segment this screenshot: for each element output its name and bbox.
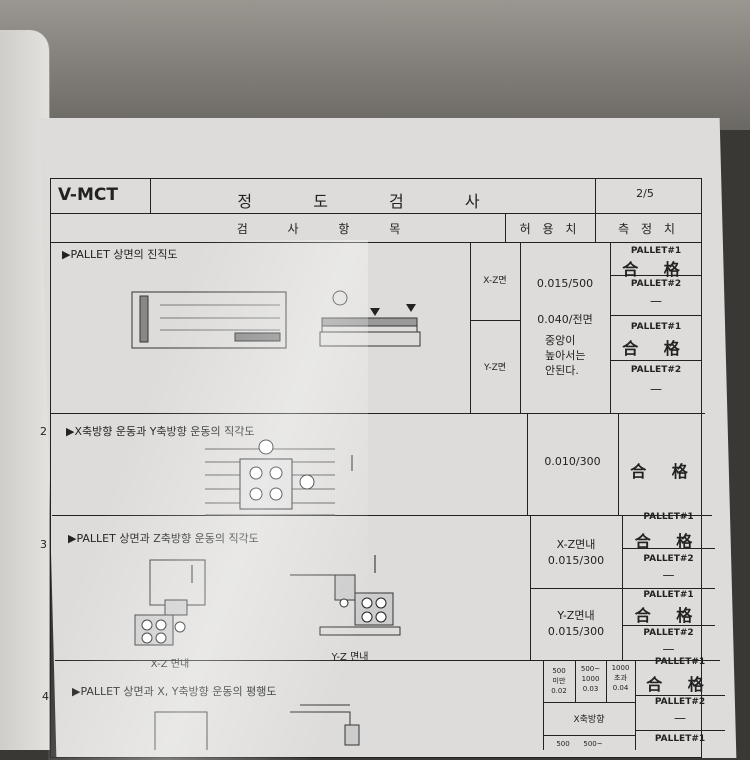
range-2: 500~ 1000 0.03 [580, 665, 601, 693]
pallet1-label: PALLET#1 [654, 734, 706, 744]
result-pass: 合 格 [622, 339, 690, 358]
face-yz: Y-Z면 [483, 363, 507, 373]
background [0, 0, 750, 130]
item-4-title: ▶PALLET 상면과 X, Y축방향 운동의 평행도 [72, 685, 277, 698]
tolerance-1a: 0.015/500 [536, 277, 594, 290]
item-number: 3 [40, 538, 47, 551]
pallet2-label: PALLET#2 [643, 628, 694, 638]
column-item: 검 사 항 목 [236, 222, 419, 236]
result-none: — [650, 294, 662, 308]
result-pass: 合 格 [622, 260, 690, 279]
tolerance-3b: Y-Z면내 0.015/300 [547, 609, 605, 638]
range-1: 500 미만 0.02 [551, 667, 567, 695]
result-none: — [662, 642, 675, 656]
pallet1-label: PALLET#1 [643, 512, 694, 522]
item-3-title: ▶PALLET 상면과 Z축방향 운동의 직각도 [68, 532, 259, 545]
squareness-xy-diagram [205, 439, 353, 516]
item-number: 4 [42, 690, 49, 703]
pallet2-label: PALLET#2 [654, 697, 706, 707]
pallet1-label: PALLET#1 [654, 657, 706, 667]
result-none: — [662, 568, 675, 582]
pallet1-label: PALLET#1 [630, 322, 682, 332]
tolerance-1c: 중앙이 높아서는 안된다. [545, 334, 586, 377]
axis-label: X축방향 [573, 715, 605, 725]
range-2: 500~ [583, 740, 603, 748]
pallet1-label: PALLET#1 [643, 590, 694, 600]
squareness-z-diagram [134, 555, 401, 646]
pallet2-label: PALLET#2 [630, 365, 682, 375]
caption-yz: Y-Z 면내 [331, 652, 369, 663]
range-3: 1000 초과 0.04 [611, 664, 630, 692]
tolerance-2: 0.010/300 [544, 455, 601, 468]
pallet2-label: PALLET#2 [643, 554, 694, 564]
face-xz: X-Z면 [483, 276, 507, 286]
result-pass: 合 格 [630, 462, 698, 481]
pallet1-label: PALLET#1 [630, 246, 682, 256]
tolerance-3a: X-Z면내 0.015/300 [547, 538, 605, 567]
result-none: — [674, 711, 686, 725]
result-none: — [650, 382, 662, 396]
result-pass: 合 格 [634, 606, 703, 625]
result-pass: 合 格 [634, 532, 703, 551]
caption-xz: X-Z 면내 [150, 659, 190, 670]
column-tolerance: 허 용 치 [519, 222, 581, 236]
tolerance-1b: 0.040/전면 [537, 313, 593, 326]
column-measured: 측 정 치 [618, 222, 679, 236]
flatness-diagram [131, 290, 421, 349]
parallelism-diagram [154, 704, 360, 750]
pallet2-label: PALLET#2 [630, 279, 682, 289]
machine-label: V-MCT [58, 185, 118, 205]
range-1: 500 [556, 740, 570, 748]
page-number: 2/5 [636, 187, 654, 200]
item-2-title: ▶X축방향 운동과 Y축방향 운동의 직각도 [66, 425, 255, 438]
item-number: 2 [40, 425, 47, 438]
page-title: 정 도 검 사 [237, 192, 508, 211]
item-1-title: ▶PALLET 상면의 진직도 [62, 248, 178, 261]
result-pass: 合 格 [646, 675, 714, 694]
